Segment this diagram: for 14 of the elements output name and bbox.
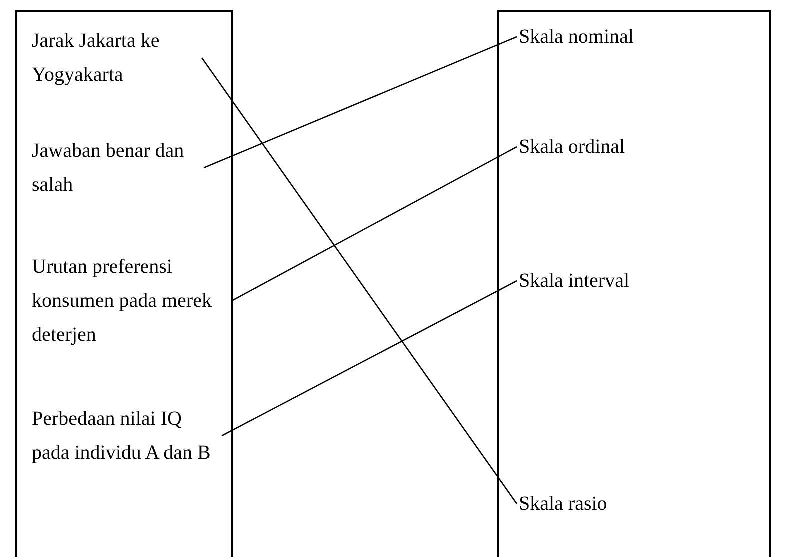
matching-line — [232, 146, 518, 302]
statement-text: Jarak Jakarta ke Yogyakarta — [32, 24, 202, 92]
column-box — [497, 10, 771, 557]
scale-text: Skala ordinal — [519, 130, 659, 164]
scale-text: Skala rasio — [519, 487, 639, 521]
statement-text: Urutan preferensi konsumen pada merek deterjen — [32, 250, 232, 352]
scale-text: Skala interval — [519, 264, 659, 298]
matching-line — [204, 36, 518, 169]
matching-line — [201, 58, 518, 504]
statement-text: Jawaban benar dan salah — [32, 134, 204, 202]
scale-text: Skala nominal — [519, 20, 659, 54]
statement-text: Perbedaan nilai IQ pada individu A dan B — [32, 402, 222, 470]
matching-line — [222, 280, 518, 437]
column-box — [15, 10, 233, 557]
